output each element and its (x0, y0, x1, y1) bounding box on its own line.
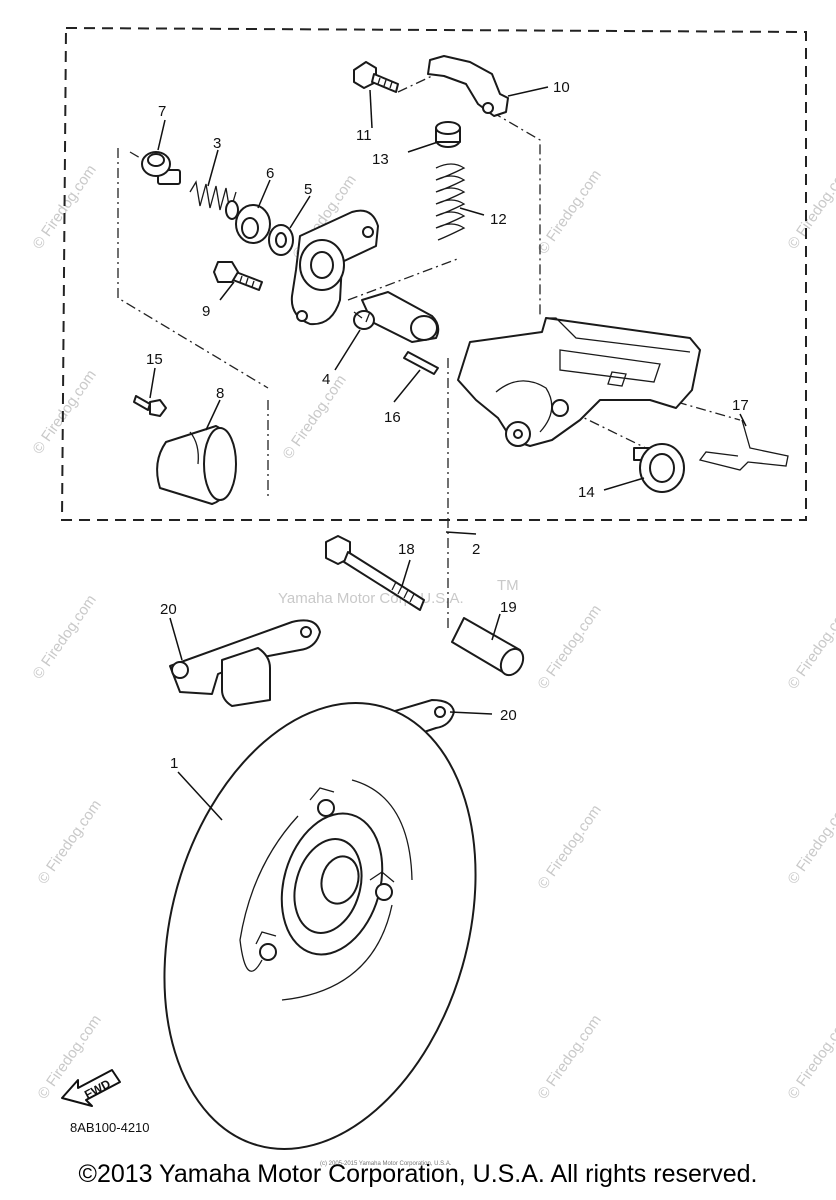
callout-12: 12 (490, 211, 507, 228)
watermark: © Firedog.com (534, 167, 604, 258)
callout-13: 13 (372, 151, 389, 168)
watermark: © Firedog.com (784, 797, 836, 888)
callout-9: 9 (202, 303, 210, 320)
part-10-bracket (427, 55, 509, 117)
watermark: © Firedog.com (29, 367, 99, 458)
callout-5: 5 (304, 181, 312, 198)
part-9-bolt (213, 261, 263, 291)
part-6-nut (235, 204, 271, 244)
part-4-cam (353, 291, 440, 343)
part-2-caliper-body (457, 317, 701, 447)
callout-10: 10 (553, 79, 570, 96)
callout-11: 11 (356, 127, 372, 144)
part-15-screw (133, 395, 167, 417)
part-8-cover (156, 425, 237, 505)
caliper-bracket (290, 209, 379, 326)
watermark: © Firedog.com (534, 802, 604, 893)
callout-17: 17 (732, 397, 749, 414)
watermark: © Firedog.com (29, 592, 99, 683)
callout-4: 4 (322, 371, 330, 388)
part-13-nut (435, 121, 461, 148)
watermark-center: Yamaha Motor Corp, U.S.A. (278, 590, 464, 607)
fwd-arrow-icon: FWD (61, 1069, 121, 1107)
watermark: © Firedog.com (279, 372, 349, 463)
callout-19: 19 (500, 599, 517, 616)
watermark: © Firedog.com (784, 602, 836, 693)
assembly-boundary (60, 26, 807, 521)
tiny-copyright: (c) 2005-2015 Yamaha Motor Corporation, … (320, 1161, 452, 1167)
part-7-bleed-screw (141, 151, 181, 185)
callout-20: 20 (500, 707, 517, 724)
callout-18: 18 (398, 541, 415, 558)
callout-1: 1 (170, 755, 178, 772)
part-18-bolt (325, 535, 425, 611)
watermark: © Firedog.com (784, 162, 836, 253)
callouts: 7 3 6 5 9 4 11 13 12 10 15 8 16 17 14 2 … (146, 79, 749, 772)
watermark: © Firedog.com (784, 1012, 836, 1103)
part-20-brake-pad-a (169, 619, 321, 707)
part-19-sleeve (451, 617, 525, 677)
callout-16: 16 (384, 409, 401, 426)
part-16-pin (403, 351, 439, 375)
part-11-bolt (353, 61, 399, 93)
part-1-brake-disc (163, 702, 477, 1150)
watermark: © Firedog.com (534, 1012, 604, 1103)
callout-20: 20 (160, 601, 177, 618)
part-3-spring (189, 180, 239, 220)
part-5-washer (268, 224, 294, 256)
part-14-piston (633, 443, 685, 493)
callout-8: 8 (216, 385, 224, 402)
part-17-clip (698, 419, 789, 471)
callout-14: 14 (578, 484, 595, 501)
watermark: © Firedog.com (34, 797, 104, 888)
watermark: © Firedog.com (534, 602, 604, 693)
callout-6: 6 (266, 165, 274, 182)
part-12-spring (435, 163, 466, 241)
callout-7: 7 (158, 103, 166, 120)
watermark-tm: TM (497, 577, 519, 594)
callout-3: 3 (213, 135, 221, 152)
callout-2: 2 (472, 541, 480, 558)
leader-lines (149, 86, 747, 821)
part-code: 8AB100-4210 (70, 1120, 150, 1135)
callout-15: 15 (146, 351, 163, 368)
copyright-footer: ©2013 Yamaha Motor Corporation, U.S.A. A… (78, 1160, 758, 1188)
